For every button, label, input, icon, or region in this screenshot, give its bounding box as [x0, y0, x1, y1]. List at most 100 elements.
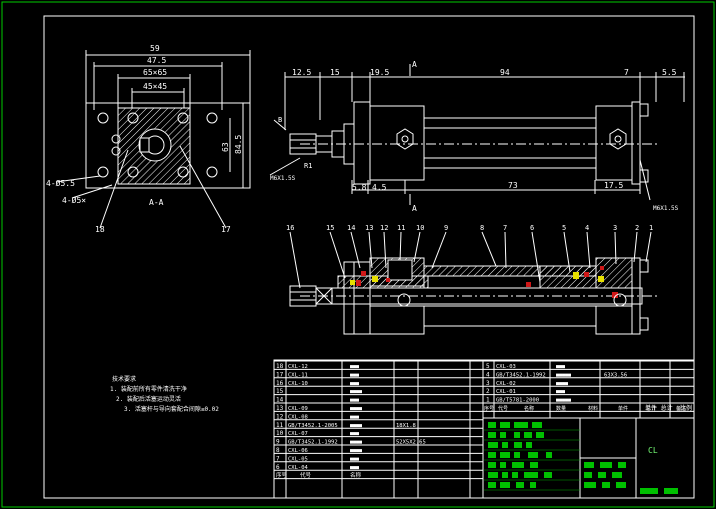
bom-left-code: CXL-05 — [288, 456, 308, 462]
bom-left-footer: 序号 — [276, 471, 288, 479]
bom-right-footer: 总计 — [646, 405, 656, 412]
title-block-cell — [602, 482, 610, 488]
title-block-cell — [524, 472, 538, 478]
bom-right-footer: 代号 — [498, 405, 508, 412]
technical-notes: 技术要求 1. 装配前所有零件清洗干净 2. 装配后活塞运动灵活 3. 活塞杆与… — [110, 375, 219, 413]
bom-right-code: CXL-03 — [496, 364, 516, 370]
dim-holes-b: 4-Ø5× — [62, 195, 86, 205]
bom-right-footer: 名称 — [524, 405, 534, 412]
bom-left-code: CXL-12 — [288, 364, 308, 370]
dim-84-5: 84.5 — [234, 135, 243, 154]
title-block-cell — [584, 462, 594, 468]
bom-right-mark: ■■■■ — [556, 381, 568, 387]
title-block-cell — [502, 442, 508, 448]
title-block-cell — [530, 482, 536, 488]
bom-left-mark: ■■■ — [350, 372, 359, 378]
dim-94: 94 — [500, 68, 510, 77]
scale-label: 比例 — [680, 404, 692, 412]
notes-line-1: 1. 装配前所有零件清洗干净 — [110, 385, 187, 393]
bom-left-code: CXL-09 — [288, 406, 308, 412]
title-block-cell — [516, 482, 524, 488]
part-4: 4 — [585, 224, 589, 232]
title-block-cell — [546, 452, 552, 458]
bom-left-mark: ■■■■ — [350, 440, 362, 446]
dim-7: 7 — [624, 68, 629, 77]
dim-12-5: 12.5 — [292, 68, 311, 77]
part-16: 16 — [286, 224, 294, 232]
bom-left-code: CXL-11 — [288, 372, 308, 378]
title-block-cell — [500, 452, 510, 458]
bom-left-code: CXL-06 — [288, 448, 308, 454]
bom-left-mark: ■■■ — [350, 381, 359, 387]
part-10: 10 — [416, 224, 424, 232]
bom-right-code: CXL-02 — [496, 381, 516, 387]
bom-left-extra: 18X1.8 — [396, 423, 416, 429]
title-block-cell — [488, 432, 496, 438]
title-block-cell — [528, 452, 538, 458]
title-block-cell — [640, 488, 658, 494]
bom-right-mark: ■■■ — [556, 389, 565, 395]
part-3: 3 — [613, 224, 617, 232]
dim-19-5: 19.5 — [370, 68, 389, 77]
bom-right-no: 3 — [486, 380, 490, 387]
bom-left-mark: ■■■■ — [350, 406, 362, 412]
leader-17: 17 — [221, 225, 231, 234]
title-block-cell — [524, 432, 532, 438]
bom-left-no: 9 — [276, 439, 280, 446]
bom-right-footer: 单件 — [618, 405, 628, 412]
bom-right-footer: 序号 — [484, 405, 494, 412]
part-7: 7 — [503, 224, 507, 232]
dim-65x65: 65×65 — [143, 68, 167, 77]
dim-73: 73 — [508, 181, 518, 190]
title-block-cell — [612, 472, 622, 478]
dim-5-8: 5.8 — [352, 183, 367, 192]
bom-left-mark: ■■■ — [350, 414, 359, 420]
bom-left-no: 6 — [276, 464, 280, 471]
part-12: 12 — [380, 224, 388, 232]
title-block-cell — [584, 482, 596, 488]
title-block-cell — [512, 462, 524, 468]
bom-left-mark: ■■■ — [350, 456, 359, 462]
bom-left-no: 13 — [276, 405, 284, 412]
title-block-cell — [618, 462, 626, 468]
title-block-cell — [616, 482, 626, 488]
title-block-cell — [500, 422, 510, 428]
bom-left-extra: 52X5X2.65 — [396, 440, 426, 446]
bom-left-no: 7 — [276, 455, 280, 462]
bom-right-code: GB/T5781-2000 — [496, 398, 539, 404]
bom-right-no: 4 — [486, 371, 490, 378]
sheet-border-inner — [43, 15, 695, 499]
title-block-cell — [530, 462, 538, 468]
part-number-labels: 16 15 14 13 12 11 10 9 8 7 6 5 4 3 2 1 — [286, 224, 653, 232]
part-11: 11 — [397, 224, 405, 232]
part-2: 2 — [635, 224, 639, 232]
bom-left-no: 12 — [276, 413, 284, 420]
bom-left-mark: ■■■ — [350, 364, 359, 370]
dim-4-5: 4.5 — [372, 183, 387, 192]
bom-left-no: 17 — [276, 371, 284, 378]
label-b: B — [278, 116, 282, 124]
dim-5-5: 5.5 — [662, 68, 677, 77]
part-1: 1 — [649, 224, 653, 232]
bom-right-footer: 备注 — [676, 405, 686, 412]
bom-left-no: 16 — [276, 380, 284, 387]
notes-line-2: 2. 装配后活塞运动灵活 — [116, 395, 181, 403]
bom-left-no: 15 — [276, 388, 284, 395]
bom-right-no: 1 — [486, 397, 490, 404]
title-block-cell — [514, 432, 520, 438]
dim-47-5: 47.5 — [147, 56, 166, 65]
part-5: 5 — [562, 224, 566, 232]
bom-right-footer: 材料 — [588, 405, 598, 412]
bom-right-mark: ■■■■■ — [556, 372, 571, 378]
bom-left-footer: 名称 — [350, 471, 362, 479]
top-view: 12.5 15 19.5 94 7 5.5 A A 5.8 4.5 73 17.… — [269, 60, 685, 213]
bom-left-no: 8 — [276, 447, 280, 454]
section-view-a-a: 59 47.5 65×65 45×45 63 84.5 4-Ø5.5 4-Ø5×… — [46, 44, 251, 234]
title-block-cell — [512, 472, 518, 478]
bom-right-extra: 63X3.56 — [604, 372, 627, 378]
title-block-cell — [488, 452, 496, 458]
section-arrow-bottom: A — [412, 204, 417, 213]
